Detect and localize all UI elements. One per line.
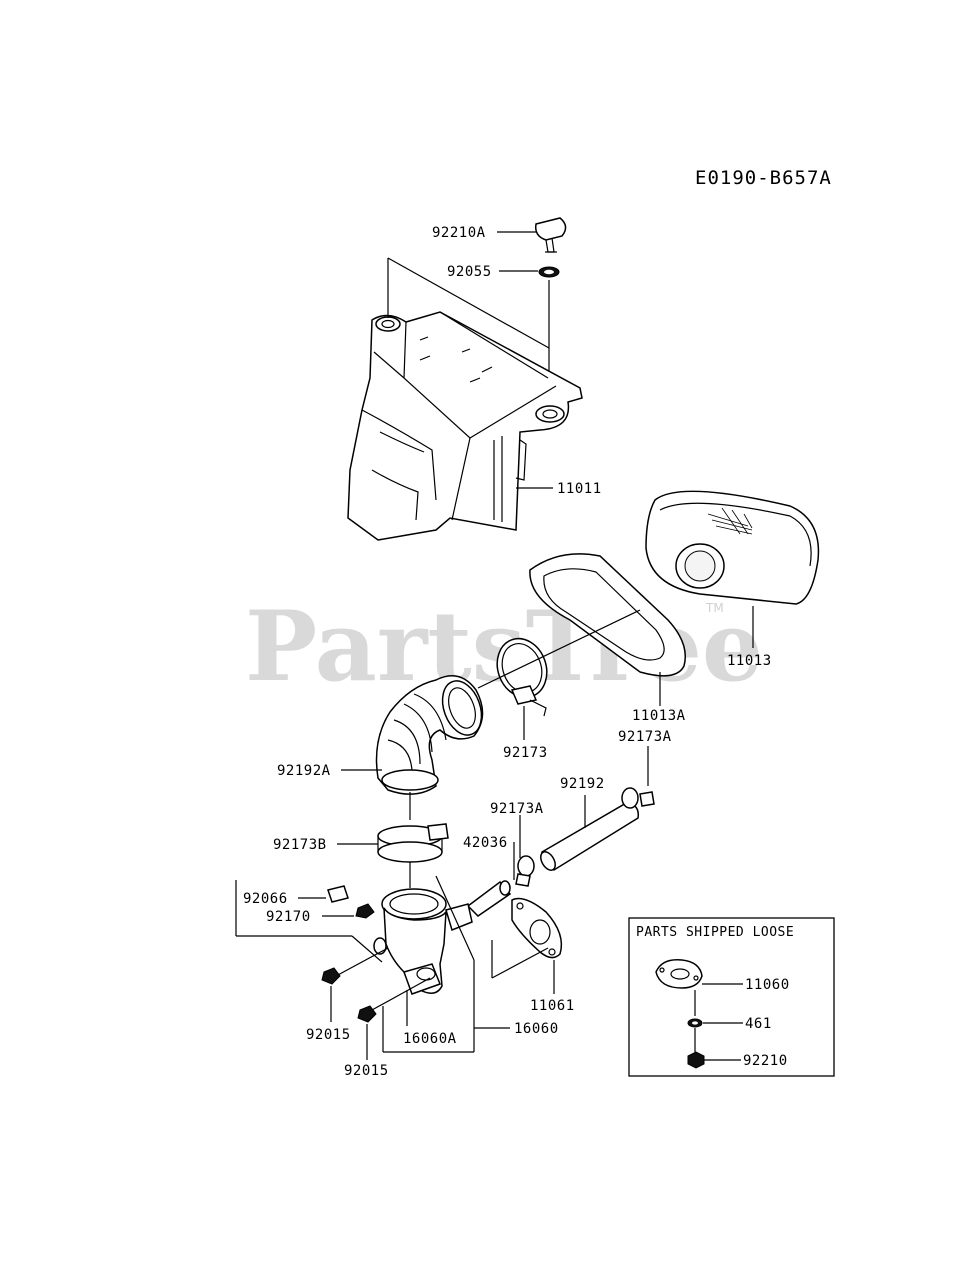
intake-16060A[interactable] <box>373 888 473 995</box>
cover-11011[interactable] <box>347 311 583 541</box>
gasket-11061[interactable] <box>511 897 563 959</box>
label-92015-a[interactable]: 92015 <box>306 1027 351 1043</box>
elbow-hose-92192A[interactable] <box>375 675 489 795</box>
label-92173A-right[interactable]: 92173A <box>618 729 672 745</box>
loose-item-11060[interactable]: 11060 <box>745 977 790 993</box>
washer-461[interactable] <box>687 1018 703 1028</box>
nut-92210[interactable] <box>687 1051 705 1069</box>
loose-item-92210[interactable]: 92210 <box>743 1053 788 1069</box>
clamp-92173A-right[interactable] <box>621 787 655 809</box>
label-92173[interactable]: 92173 <box>503 745 548 761</box>
nut-92015-b[interactable] <box>357 1005 377 1023</box>
watermark-trademark: TM <box>705 601 724 615</box>
label-11013A[interactable]: 11013A <box>632 708 686 724</box>
label-92173B[interactable]: 92173B <box>273 837 327 853</box>
washer-92055[interactable] <box>538 266 560 278</box>
loose-parts-title: PARTS SHIPPED LOOSE <box>636 925 794 940</box>
label-92192[interactable]: 92192 <box>560 776 605 792</box>
label-11013[interactable]: 11013 <box>727 653 772 669</box>
label-11061[interactable]: 11061 <box>530 998 575 1014</box>
clamp-92173B[interactable] <box>377 823 449 863</box>
gasket-11060[interactable] <box>655 959 703 989</box>
tube-92192[interactable] <box>538 801 640 873</box>
filter-11013[interactable] <box>645 490 820 605</box>
diagram-code: E0190-B657A <box>695 167 832 189</box>
label-16060A[interactable]: 16060A <box>403 1031 457 1047</box>
label-92210A[interactable]: 92210A <box>432 225 486 241</box>
clamp-92173[interactable] <box>489 632 555 717</box>
label-92055[interactable]: 92055 <box>447 264 492 280</box>
loose-parts-box: PARTS SHIPPED LOOSE 11060 461 92210 <box>628 917 835 1077</box>
label-92192A[interactable]: 92192A <box>277 763 331 779</box>
wing-nut-92210a[interactable] <box>534 217 567 253</box>
label-42036[interactable]: 42036 <box>463 835 508 851</box>
label-92015-b[interactable]: 92015 <box>344 1063 389 1079</box>
stud-92066[interactable] <box>327 885 349 903</box>
nut-92015-a[interactable] <box>321 967 341 985</box>
clamp-92173A-left[interactable] <box>515 855 535 887</box>
label-92066[interactable]: 92066 <box>243 891 288 907</box>
label-16060[interactable]: 16060 <box>514 1021 559 1037</box>
label-92170[interactable]: 92170 <box>266 909 311 925</box>
label-11011[interactable]: 11011 <box>557 481 602 497</box>
precleaner-11013A[interactable] <box>529 553 686 677</box>
label-92173A-left[interactable]: 92173A <box>490 801 544 817</box>
loose-item-461[interactable]: 461 <box>745 1016 772 1032</box>
fitting-42036[interactable] <box>466 880 512 917</box>
nut-92170[interactable] <box>355 903 375 919</box>
